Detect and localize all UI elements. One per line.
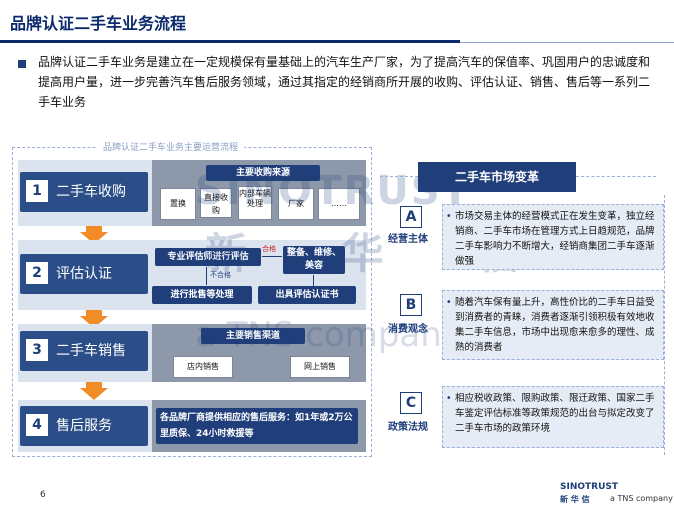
source-box: 厂家 [278, 188, 314, 220]
stage-label: 售后服务 [56, 418, 112, 434]
factor-letter-a: A [400, 206, 422, 228]
title-rule [0, 40, 460, 43]
stage-4: 4 售后服务 [20, 406, 148, 446]
stage-number: 1 [26, 180, 48, 202]
fail-connector [206, 267, 207, 285]
factor-card-a: 市场交易主体的经营模式正在发生变革，独立经销商、二手车市场在管理方式上日趋规范，… [442, 204, 664, 270]
factor-name: 政策法规 [388, 422, 428, 433]
down-arrow-icon [80, 388, 108, 400]
source-box: 内部车辆处理 [238, 186, 272, 220]
footer-logo: SINOTRUST [560, 482, 619, 492]
channel-box: 网上销售 [290, 356, 350, 378]
factor-text: 相应税收政策、限购政策、限迁政策、国家二手车鉴定评估标准等政策规范的出台与拟定改… [455, 393, 655, 434]
source-box: 直接收购 [200, 188, 232, 218]
stage-1: 1 二手车收购 [20, 172, 148, 212]
factor-letter-c: C [400, 392, 422, 414]
page-title: 品牌认证二手车业务流程 [10, 14, 187, 33]
sales-heading: 主要销售渠道 [201, 328, 305, 344]
stage-number: 3 [26, 339, 48, 361]
pass-connector [262, 256, 282, 257]
watermark-tns: a TNS company [195, 315, 462, 355]
fail-label: 不合格 [210, 271, 231, 279]
stage-number: 2 [26, 262, 48, 284]
wholesale-box: 进行批售等处理 [152, 286, 252, 304]
stage-label: 二手车销售 [56, 343, 126, 359]
footer-tns: a TNS company [610, 494, 673, 503]
flow-arrow-shaft [86, 226, 102, 232]
process-frame-title: 品牌认证二手车业务主要运营流程 [97, 140, 245, 153]
flow-arrow-shaft [86, 382, 102, 388]
factor-name: 消费观念 [388, 324, 428, 335]
stage-label: 评估认证 [56, 266, 112, 282]
pass-label: 合格 [262, 245, 276, 253]
certificate-box: 出具评估认证书 [258, 286, 356, 304]
factor-card-b: 随着汽车保有量上升，高性价比的二手车日益受到消费者的青睐，消费者逐渐引领积极有效… [442, 290, 664, 360]
market-brace [652, 195, 665, 455]
title-rule-thin [460, 42, 674, 43]
stage-label: 二手车收购 [56, 184, 126, 200]
stage-2: 2 评估认证 [20, 254, 148, 294]
stage-3: 3 二手车销售 [20, 331, 148, 371]
stage-number: 4 [26, 414, 48, 436]
repair-box: 整备、维修、美容 [283, 246, 345, 274]
source-box: 置换 [160, 188, 196, 220]
factor-text: 随着汽车保有量上升，高性价比的二手车日益受到消费者的青睐，消费者逐渐引领积极有效… [455, 297, 655, 353]
intro-paragraph: 品牌认证二手车业务是建立在一定规模保有量基础上的汽车生产厂家，为了提高汽车的保值… [38, 55, 651, 109]
factor-text: 市场交易主体的经营模式正在发生变革，独立经销商、二手车市场在管理方式上日趋规范，… [455, 211, 655, 267]
market-title: 二手车市场变革 [418, 162, 576, 192]
repair-connector [313, 275, 314, 287]
service-box: 各品牌厂商提供相应的售后服务：如1年或2万公里质保、24小时救援等 [156, 408, 358, 444]
assess-box: 专业评估师进行评估 [155, 248, 261, 266]
source-box: …… [318, 188, 360, 220]
factor-name: 经营主体 [388, 234, 428, 245]
intro-bullet-icon [18, 60, 26, 68]
factor-letter-b: B [400, 294, 422, 316]
factor-card-c: 相应税收政策、限购政策、限迁政策、国家二手车鉴定评估标准等政策规范的出台与拟定改… [442, 386, 664, 448]
market-connector [380, 176, 418, 178]
channel-box: 店内销售 [173, 356, 233, 378]
footer-logo-cn: 新 华 信 [560, 495, 590, 504]
acquisition-heading: 主要收购来源 [206, 165, 320, 181]
market-connector-right [576, 176, 656, 178]
flow-arrow-shaft [86, 310, 102, 316]
page-number: 6 [40, 490, 46, 500]
